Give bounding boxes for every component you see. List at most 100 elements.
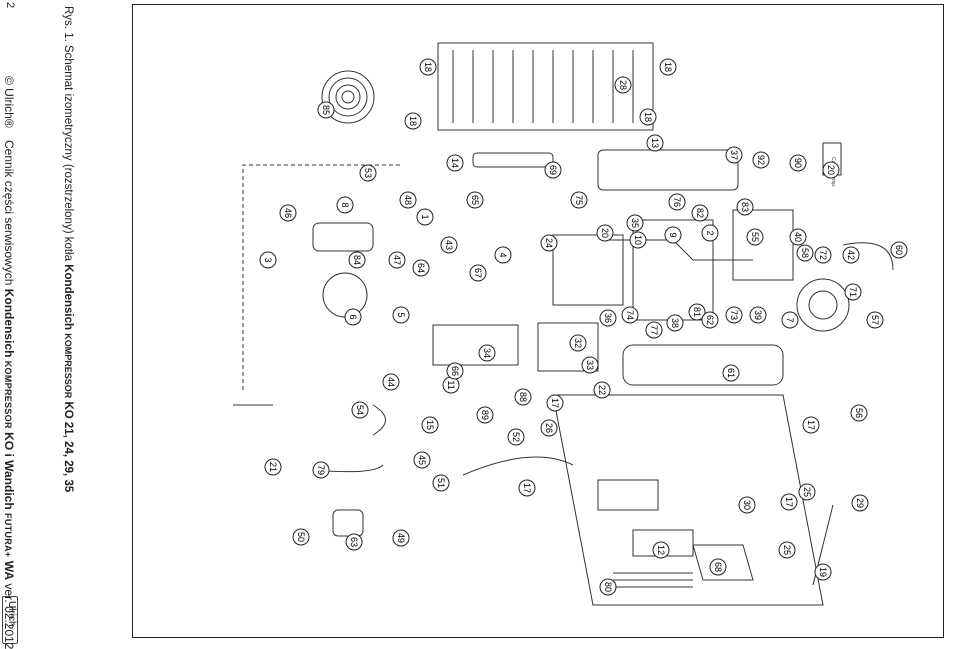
callout-label: 17 xyxy=(806,420,816,430)
callout-5: 5 xyxy=(392,306,410,324)
callout-label: 40 xyxy=(793,232,803,242)
callout-25: 25 xyxy=(798,483,816,501)
callout-50: 50 xyxy=(292,528,310,546)
callout-label: 10 xyxy=(633,235,643,245)
callout-92: 92 xyxy=(752,151,770,169)
callout-circle xyxy=(842,246,860,264)
callout-33: 33 xyxy=(581,356,599,374)
control-panel xyxy=(537,322,599,372)
callout-circle xyxy=(621,306,639,324)
callout-2: 2 xyxy=(701,224,719,242)
callout-80: 80 xyxy=(599,578,617,596)
price-list-title: Cennik części serwisowych Kondensich KOM… xyxy=(2,140,16,649)
callout-7: 7 xyxy=(781,311,799,329)
callout-circle xyxy=(466,191,484,209)
callout-53: 53 xyxy=(359,164,377,182)
callout-label: 37 xyxy=(729,150,739,160)
callout-circle xyxy=(382,373,400,391)
callout-15: 15 xyxy=(421,416,439,434)
price-title-futura: FUTURA+ xyxy=(3,513,13,558)
callout-label: 44 xyxy=(386,377,396,387)
brand-tag-text: Ulrich xyxy=(6,601,17,627)
callout-circle xyxy=(664,226,682,244)
callout-label: 26 xyxy=(544,423,554,433)
callout-label: 2 xyxy=(705,230,715,235)
callout-circle xyxy=(659,58,677,76)
callout-label: 43 xyxy=(444,240,454,250)
callout-label: 80 xyxy=(603,582,613,592)
callout-84: 84 xyxy=(348,251,366,269)
callout-label: 45 xyxy=(417,455,427,465)
callout-47: 47 xyxy=(388,251,406,269)
callout-52: 52 xyxy=(507,428,525,446)
callout-61: 61 xyxy=(722,364,740,382)
callout-circle xyxy=(789,228,807,246)
callout-63: 63 xyxy=(345,533,363,551)
callout-circle xyxy=(469,264,487,282)
callout-label: 1 xyxy=(420,214,430,219)
callout-circle xyxy=(822,161,840,179)
callout-circle xyxy=(725,146,743,164)
callout-45: 45 xyxy=(413,451,431,469)
price-title-tail: WA xyxy=(2,560,16,581)
callout-circle xyxy=(668,193,686,211)
callout-57: 57 xyxy=(866,311,884,329)
callout-77: 77 xyxy=(645,321,663,339)
expansion-coil xyxy=(321,70,375,124)
gas-valve-block xyxy=(732,209,794,281)
callout-label: 58 xyxy=(800,248,810,258)
callout-circle xyxy=(345,533,363,551)
callout-circle xyxy=(778,541,796,559)
callout-circle xyxy=(259,251,277,269)
callout-37: 37 xyxy=(725,146,743,164)
callout-circle xyxy=(738,496,756,514)
callout-circle xyxy=(814,563,832,581)
callout-label: 28 xyxy=(618,80,628,90)
callout-20: 20 xyxy=(822,161,840,179)
callout-circle xyxy=(312,461,330,479)
callout-circle xyxy=(736,198,754,216)
callout-label: 85 xyxy=(321,105,331,115)
callout-label: 46 xyxy=(283,208,293,218)
drain-hose xyxy=(372,404,386,436)
callout-17: 17 xyxy=(518,479,536,497)
radiator-fins xyxy=(452,50,634,123)
fan-housing xyxy=(796,278,850,332)
top-cover xyxy=(622,344,784,386)
sensor-pipe xyxy=(472,152,554,168)
callout-circle xyxy=(514,388,532,406)
callout-label: 68 xyxy=(713,562,723,572)
callout-label: 73 xyxy=(729,310,739,320)
callout-85: 85 xyxy=(317,101,335,119)
callout-circle xyxy=(478,344,496,362)
price-title-prefix: Cennik części serwisowych xyxy=(2,140,16,286)
callout-circle xyxy=(388,251,406,269)
callout-label: 17 xyxy=(784,497,794,507)
callout-label: 18 xyxy=(408,116,418,126)
callout-28: 28 xyxy=(614,76,632,94)
flue-section-seal xyxy=(603,239,753,261)
callout-circle xyxy=(446,362,464,380)
callout-circle xyxy=(392,529,410,547)
callout-24: 24 xyxy=(540,234,558,252)
callout-label: 17 xyxy=(550,398,560,408)
callout-21: 21 xyxy=(264,458,282,476)
callout-circle xyxy=(752,151,770,169)
callout-90: 90 xyxy=(789,154,807,172)
pump-motor xyxy=(322,272,368,318)
callout-label: 32 xyxy=(573,338,583,348)
callout-circle xyxy=(540,419,558,437)
callout-circle xyxy=(596,224,614,242)
callout-11: 11 xyxy=(442,376,460,394)
callout-circle xyxy=(570,191,588,209)
callout-label: 69 xyxy=(548,165,558,175)
callout-14: 14 xyxy=(446,154,464,172)
callout-17: 17 xyxy=(546,394,564,412)
callout-circle xyxy=(629,231,647,249)
callout-18: 18 xyxy=(639,108,657,126)
callout-64: 64 xyxy=(412,259,430,277)
callout-circle xyxy=(264,458,282,476)
callout-circle xyxy=(850,404,868,422)
callout-circle xyxy=(646,134,664,152)
callout-48: 48 xyxy=(399,191,417,209)
